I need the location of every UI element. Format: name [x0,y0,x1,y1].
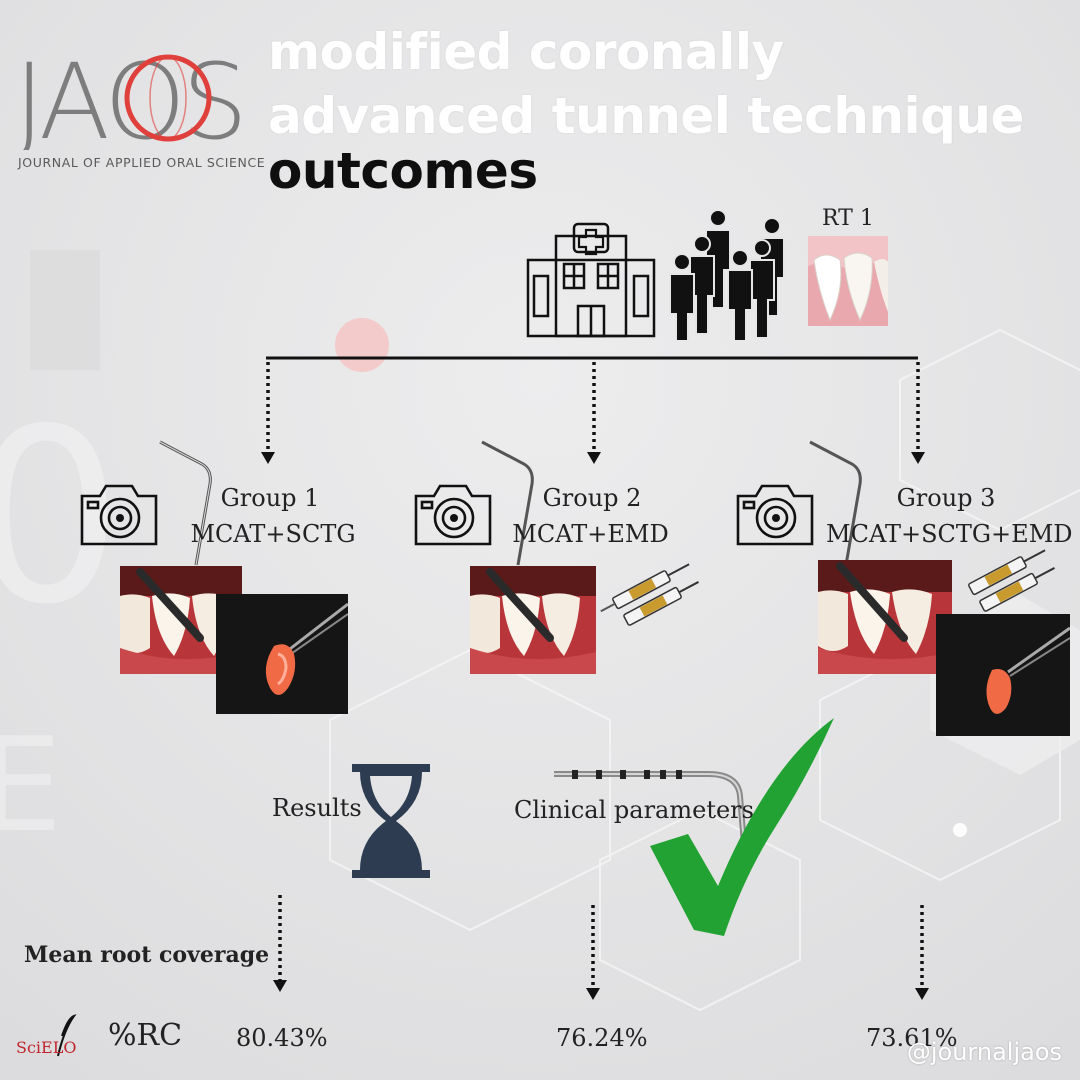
periodontal-probe-icon [809,440,862,566]
rc-label: %RC [108,1018,183,1053]
group-2-clinical-photo [470,566,596,674]
group-3-rc-value: 73.61% [866,1024,958,1052]
clinical-parameters-label: Clinical parameters [514,796,754,824]
social-handle[interactable]: @journaljaos [906,1038,1062,1066]
logo-subtitle: JOURNAL OF APPLIED ORAL SCIENCE [18,155,266,170]
group-3-name: Group 3 [896,484,996,512]
group-2-treatment: MCAT+EMD [512,520,669,548]
periodontal-probe-icon [159,440,212,566]
group-1-graft-photo [216,594,348,714]
title-line-1: modified coronally [268,23,784,81]
scielo-logo: SciELO [14,1010,94,1060]
hourglass-icon [352,764,430,878]
title-line-2: advanced tunnel technique [268,87,1024,145]
periodontal-probe-icon [481,440,534,566]
mean-root-coverage-label: Mean root coverage [24,942,270,968]
green-checkmark-icon [650,718,834,936]
hospital-icon [526,222,656,338]
results-label: Results [272,794,362,822]
jaos-logo: JAOS [14,40,254,163]
group-2-rc-value: 76.24% [556,1024,648,1052]
group-2-name: Group 2 [542,484,642,512]
group-3-treatment: MCAT+SCTG+EMD [826,520,1073,548]
probe-instrument-icon [554,770,747,845]
rt-label: RT 1 [822,206,874,231]
svg-text:E: E [0,709,62,861]
camera-icon [414,484,492,546]
group-3-clinical-photo [818,560,952,674]
emd-syringe-icon [968,549,1055,612]
people-group-icon [669,210,785,340]
group-1-clinical-photo [120,566,242,674]
emd-syringe-icon [600,563,699,626]
title-line-3: outcomes [268,142,538,200]
scielo-text: SciELO [16,1038,76,1057]
group-3-graft-photo [936,614,1070,736]
group-1-treatment: MCAT+SCTG [190,520,356,548]
group-1-rc-value: 80.43% [236,1024,328,1052]
camera-icon [80,484,158,546]
camera-icon [736,484,814,546]
teeth-recession-icon [808,236,888,326]
group-1-name: Group 1 [220,484,320,512]
